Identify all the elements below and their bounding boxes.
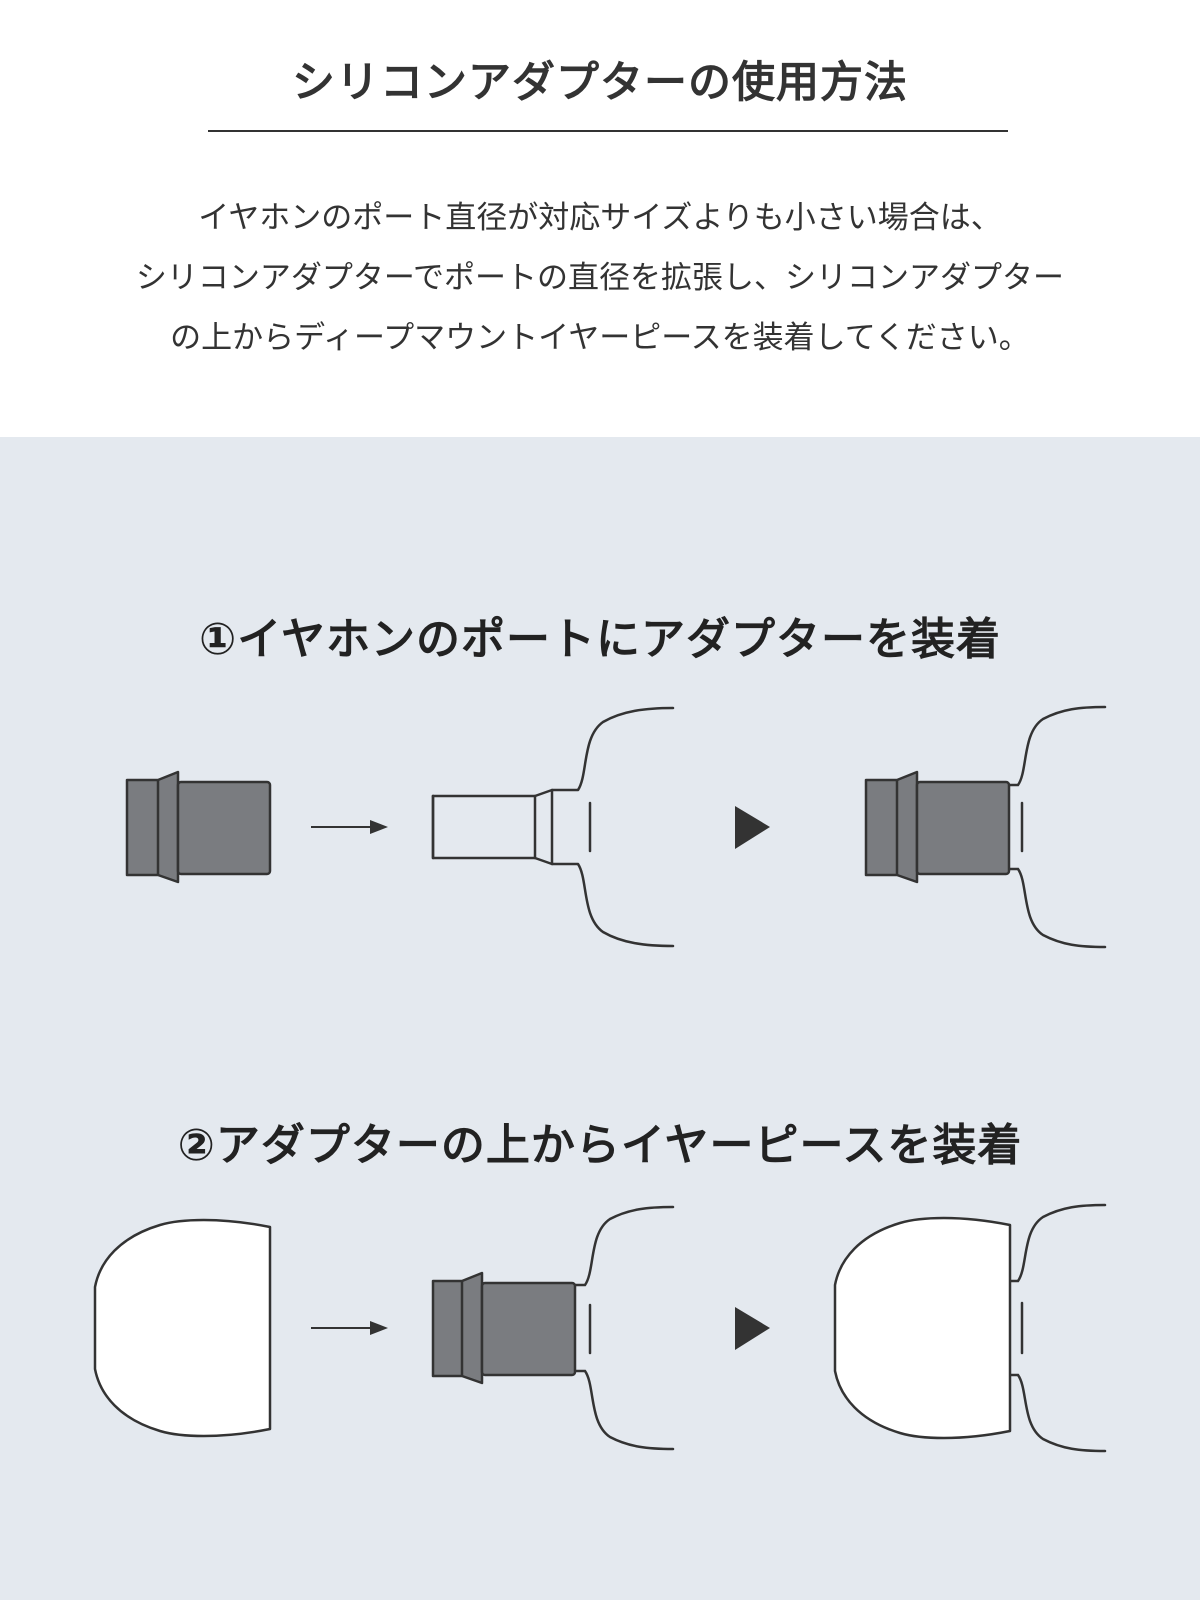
page-title: シリコンアダプターの使用方法 <box>292 58 908 108</box>
instructions-panel: ①イヤホンのポートにアダプターを装着 <box>0 437 1200 1600</box>
play-triangle-icon <box>735 806 770 849</box>
description-line: イヤホンのポート直径が対応サイズよりも小さい場合は、 <box>198 200 1002 236</box>
ear-tip-on-earphone <box>833 1203 1107 1453</box>
adapter-on-earphone <box>431 1205 675 1451</box>
ear-tip <box>93 1218 272 1438</box>
step-1-title: ①イヤホンのポートにアダプターを装着 <box>199 614 1001 665</box>
play-triangle-icon <box>735 1307 770 1350</box>
silicone-adapter <box>125 770 272 884</box>
earphone-port <box>431 706 675 948</box>
title-divider <box>208 130 1008 132</box>
step-2-title: ②アダプターの上からイヤーピースを装着 <box>177 1120 1023 1171</box>
intro-section: シリコンアダプターの使用方法 イヤホンのポート直径が対応サイズよりも小さい場合は… <box>0 0 1200 437</box>
description-line: シリコンアダプターでポートの直径を拡張し、シリコンアダプター <box>135 260 1065 296</box>
adapter-on-earphone <box>864 705 1107 949</box>
step-2-diagram <box>93 1203 1107 1453</box>
right-arrow-icon <box>311 1321 388 1335</box>
step-1-diagram <box>125 705 1107 949</box>
description-line: の上からディープマウントイヤーピースを装着してください。 <box>170 320 1030 356</box>
right-arrow-icon <box>311 820 388 834</box>
description: イヤホンのポート直径が対応サイズよりも小さい場合は、 シリコンアダプターでポート… <box>0 188 1200 368</box>
